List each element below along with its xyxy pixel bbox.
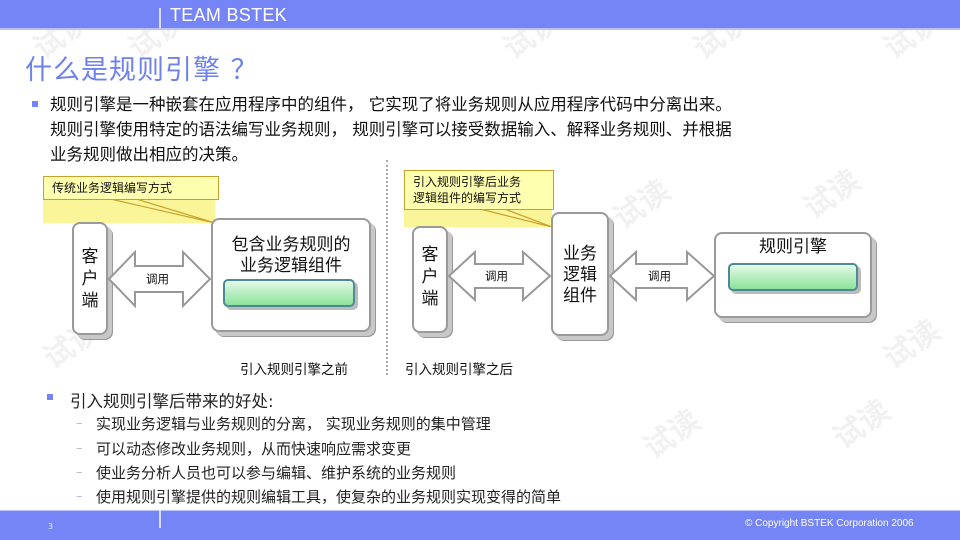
benefit-item: 使用规则引擎提供的规则编辑工具，使复杂的业务规则实现变得的简单 — [96, 488, 562, 506]
header-title: TEAM BSTEK — [170, 5, 288, 25]
watermark: 试读 — [637, 403, 707, 467]
logic-text: 逻辑 — [563, 265, 597, 285]
intro-paragraph: 规则引擎是一种嵌套在应用程序中的组件， 它实现了将业务规则从应用程序代码中分离出… — [50, 92, 940, 167]
component-text: 包含业务规则的 — [231, 235, 351, 255]
arrow-label: 调用 — [146, 272, 169, 286]
watermark: 试读 — [607, 173, 677, 237]
rules-bar — [728, 263, 858, 291]
callout-after: 引入规则引擎后业务 逻辑组件的编写方式 — [404, 170, 554, 210]
double-arrow-icon — [447, 250, 552, 302]
footer-divider — [159, 510, 161, 528]
arrow-label: 调用 — [648, 269, 671, 283]
client-char: 户 — [421, 267, 439, 287]
business-logic-component-box: 包含业务规则的 业务逻辑组件 — [211, 218, 371, 332]
client-char: 客 — [81, 247, 99, 267]
logic-text: 组件 — [563, 286, 597, 306]
client-char: 客 — [421, 245, 439, 265]
intro-line: 规则引擎是一种嵌套在应用程序中的组件， 它实现了将业务规则从应用程序代码中分离出… — [50, 95, 732, 114]
client-char: 端 — [421, 289, 439, 309]
component-text: 业务逻辑组件 — [240, 256, 342, 276]
copyright: © Copyright BSTEK Corporation 2006 — [745, 518, 914, 529]
callout-traditional: 传统业务逻辑编写方式 — [43, 176, 219, 200]
bullet-icon — [32, 101, 38, 107]
client-box: 客 户 端 — [72, 222, 108, 335]
page-number: 3 — [48, 522, 54, 531]
caption-before: 引入规则引擎之前 — [240, 362, 348, 378]
callout-tail — [404, 205, 552, 227]
business-logic-box: 业务 逻辑 组件 — [551, 212, 609, 336]
rule-engine-title: 规则引擎 — [759, 237, 827, 257]
benefit-item: 使业务分析人员也可以参与编辑、维护系统的业务规则 — [96, 464, 457, 482]
intro-line: 规则引擎使用特定的语法编写业务规则， 规则引擎可以接受数据输入、解释业务规则、并… — [50, 120, 732, 139]
watermark: 试读 — [797, 163, 867, 227]
header-divider — [159, 8, 161, 28]
caption-after: 引入规则引擎之后 — [405, 362, 513, 378]
watermark: 试读 — [877, 313, 947, 377]
dash-bullet-icon: – — [76, 489, 83, 504]
dash-bullet-icon: – — [76, 441, 83, 456]
diagram-divider — [386, 160, 388, 375]
dash-bullet-icon: – — [76, 416, 83, 431]
watermark: 试读 — [827, 393, 897, 457]
double-arrow-icon — [107, 250, 212, 308]
header-bar — [0, 0, 960, 30]
logic-text: 业务 — [563, 244, 597, 264]
rules-bar — [223, 279, 355, 307]
client-char: 端 — [81, 291, 99, 311]
bullet-icon — [47, 394, 53, 400]
arrow-label: 调用 — [485, 269, 508, 283]
client-box: 客 户 端 — [412, 226, 448, 333]
benefit-item: 实现业务逻辑与业务规则的分离， 实现业务规则的集中管理 — [96, 415, 491, 433]
callout-line: 引入规则引擎后业务 — [413, 175, 522, 189]
client-char: 户 — [81, 269, 99, 289]
callout-line: 逻辑组件的编写方式 — [413, 191, 522, 205]
dash-bullet-icon: – — [76, 465, 83, 480]
benefits-title: 引入规则引擎后带来的好处: — [70, 392, 274, 411]
page-title: 什么是规则引擎 ？ — [25, 55, 259, 86]
intro-line: 业务规则做出相应的决策。 — [50, 145, 248, 164]
benefit-item: 可以动态修改业务规则，从而快速响应需求变更 — [96, 440, 412, 458]
